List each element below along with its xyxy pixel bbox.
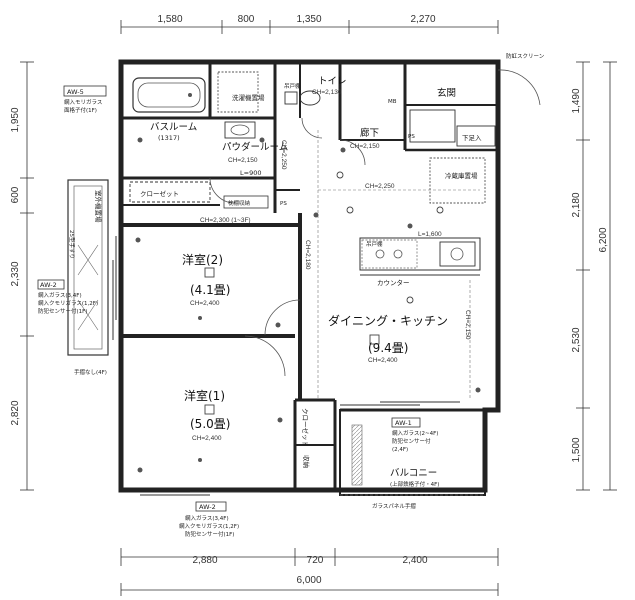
aw1-code: AW-1 [395, 419, 412, 427]
aw5-line1: 網入モリガラス [64, 98, 102, 106]
dim-top-4: 2,270 [410, 14, 435, 25]
fixed-shelf-label: 枕棚収納 [228, 199, 251, 207]
ps-label-1: PS [280, 201, 287, 207]
dim-top-3: 1,350 [296, 14, 321, 25]
dim-left-1: 1,950 [10, 107, 21, 132]
shoe-label: 下足入 [462, 134, 482, 142]
western2-label: 洋室(2) [182, 252, 223, 267]
right-dimensions: 1,490 2,180 2,530 1,500 6,200 [571, 61, 617, 491]
dim-bottom-1: 2,880 [192, 555, 217, 566]
dim-right-total: 6,200 [598, 227, 609, 252]
left-dimensions: 1,950 600 2,330 2,820 [10, 61, 34, 491]
aw2-left-code: AW-2 [40, 281, 57, 289]
aw2-bottom-line2: 網入クモリガラス(1,2F) [179, 522, 239, 530]
fridge-space [429, 157, 486, 204]
dim-top-1: 1,580 [157, 14, 182, 25]
washer-space [217, 71, 259, 113]
entrance-label: 玄関 [437, 87, 456, 99]
closet-label: クローゼット [140, 189, 179, 198]
ch-2250-vertical: CH=2,250 [280, 140, 287, 170]
closet2-label: クローゼット [301, 408, 310, 447]
railing-label: 25型手すり [68, 230, 76, 259]
dim-bottom-total: 6,000 [296, 575, 321, 586]
toilet-fixture [284, 90, 321, 106]
dim-right-4: 1,500 [571, 437, 582, 462]
toilet-label: トイレ [318, 76, 347, 87]
ch-2250-label: CH=2,250 [365, 183, 395, 190]
powder-ch: CH=2,150 [228, 157, 258, 164]
hall-ch: CH=2,150 [350, 143, 380, 150]
western1-ch: CH=2,400 [192, 435, 222, 442]
dk-size: (9.4畳) [368, 341, 408, 355]
powder-label: パウダールーム [222, 141, 288, 153]
dim-left-4: 2,820 [10, 400, 21, 425]
dim-right-3: 2,530 [571, 327, 582, 352]
counter-label: カウンター [377, 278, 410, 287]
ps-label-2: PS [408, 134, 415, 140]
aw2-bottom-code: AW-2 [199, 503, 216, 511]
vanity-sink [224, 121, 256, 139]
ch-2300-label: CH=2,300 (1~3F) [200, 217, 251, 224]
ceiling-lines [317, 130, 480, 400]
dim-right-1: 1,490 [571, 88, 582, 113]
outlets [135, 137, 481, 473]
ceiling-lights [204, 171, 444, 415]
hanging2-label: 吊戸棚 [366, 240, 383, 248]
dim-right-2: 2,180 [571, 192, 582, 217]
dim-bottom-2: 720 [307, 555, 324, 566]
western1-label: 洋室(1) [184, 388, 225, 403]
window-aw5 [63, 85, 107, 97]
screen-label: 防虹スクリーン [506, 52, 545, 60]
aw1-line1: 網入ガラス(2~4F) [392, 429, 438, 437]
ch-2180-vertical: CH=2,180 [304, 240, 311, 270]
western2-ch: CH=2,400 [190, 300, 220, 307]
aw5-line2: 面格子付(1F) [64, 106, 97, 114]
l900-label: L=900 [240, 169, 261, 177]
top-dimensions: 1,580 800 1,350 2,270 [120, 14, 499, 34]
dim-top-2: 800 [238, 14, 255, 25]
aw1-line2: 防犯センサー付 [392, 437, 431, 445]
dk-ch: CH=2,400 [368, 357, 398, 364]
dim-left-3: 2,330 [10, 261, 21, 286]
mb-label: MB [388, 99, 397, 105]
door-swings [209, 69, 541, 377]
glass-rail-label: ガラスパネル手摺 [372, 502, 416, 510]
aw2-bottom-line1: 網入ガラス(3,4F) [185, 514, 229, 522]
dim-bottom-3: 2,400 [402, 555, 427, 566]
ch-2150-vertical: CH=2,150 [464, 310, 471, 340]
aw5-code: AW-5 [67, 88, 84, 96]
balcony-note: (上部鉄格子付・4F) [390, 480, 439, 488]
western1-size: (5.0畳) [190, 417, 230, 431]
entrance-step [409, 109, 496, 147]
toilet-ch: CH=2,130 [312, 89, 342, 96]
aw2-left-line2: 網入クモリガラス(1,2F) [38, 299, 98, 307]
aw2-left-line1: 網入ガラス(3,4F) [38, 291, 82, 299]
storage-label: 収納 [302, 455, 311, 468]
bath-size: (1317) [158, 134, 180, 142]
outdoor-unit-area [67, 179, 109, 356]
aw2-left-line3: 防犯センサー付(1F) [38, 307, 87, 315]
aw1-line3: (2,4F) [392, 447, 408, 453]
balcony-label: バルコニー [390, 468, 437, 479]
balcony-area [339, 409, 486, 496]
dk-label: ダイニング・キッチン [328, 313, 448, 328]
bath-label: バスルーム [150, 122, 197, 133]
aw2-bottom-line3: 防犯センサー付(1F) [185, 530, 234, 538]
sliding-doors [112, 236, 460, 496]
kitchen-counter [359, 237, 481, 276]
dim-left-2: 600 [10, 186, 21, 203]
hall-label: 廊下 [360, 127, 379, 139]
bathtub [132, 77, 206, 113]
western2-size: (4.1畳) [190, 283, 230, 297]
bottom-dimensions: 2,880 720 2,400 6,000 [120, 548, 499, 596]
hanging1-label: 吊戸棚 [284, 82, 301, 90]
closet-shelf [129, 181, 269, 209]
outdoor-unit-label: 室外機置場 [94, 190, 103, 223]
fence-label: 手摺なし(4F) [74, 368, 107, 376]
washroom-label: 洗濯機置場 [232, 93, 265, 102]
fridge-label: 冷蔵庫置場 [445, 171, 478, 180]
l1600-label: L=1,600 [418, 231, 442, 238]
